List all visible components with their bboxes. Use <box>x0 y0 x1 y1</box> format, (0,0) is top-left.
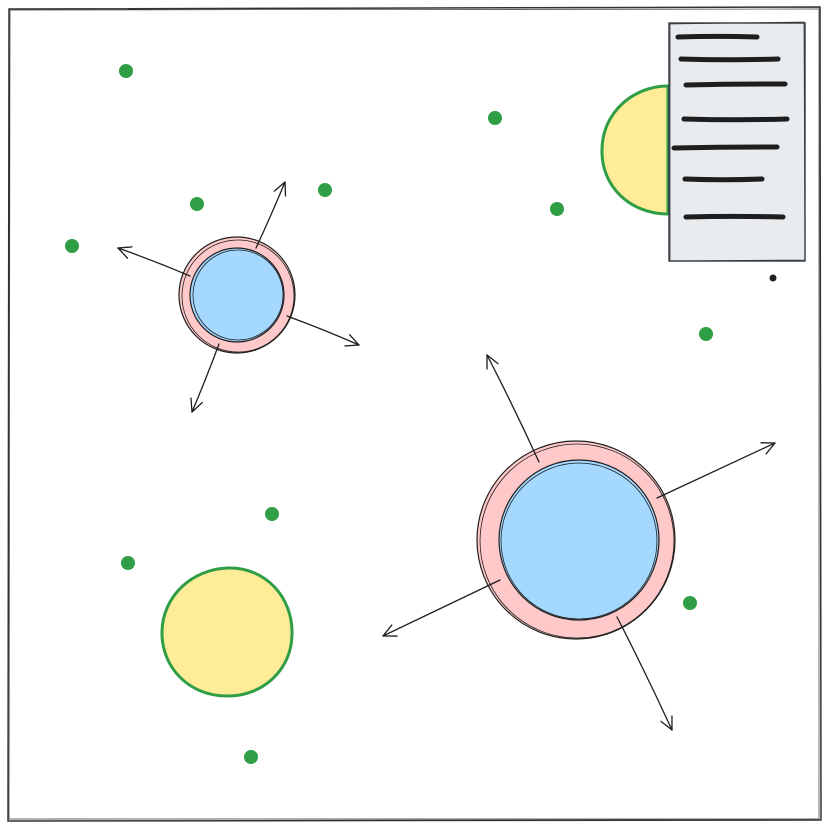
scribble-line <box>678 56 781 63</box>
cell-membrane-outline <box>479 443 675 639</box>
scribble-line <box>681 116 790 123</box>
cell-core <box>498 459 660 621</box>
arrow-icon <box>286 315 360 347</box>
green-dot-icon <box>550 202 564 216</box>
cell-core-outline <box>192 249 284 341</box>
arrow-icon <box>382 579 501 637</box>
green-dot-icon <box>683 596 697 610</box>
green-dot-icon <box>119 64 133 78</box>
green-dot-icon <box>318 183 332 197</box>
scribble-line <box>683 213 786 220</box>
cell-membrane-outline <box>181 239 295 353</box>
arrow-icon <box>616 616 673 731</box>
scribble-line <box>683 81 788 88</box>
canvas-frame <box>7 6 822 822</box>
green-dot-icon <box>190 197 204 211</box>
green-dot-icon <box>244 750 258 764</box>
yellow-circles <box>160 84 670 698</box>
green-dot-icon <box>121 556 135 570</box>
legend-panel <box>668 21 806 262</box>
cell-circle-small <box>178 236 296 354</box>
cell-core <box>189 247 285 343</box>
cell-core-outline <box>500 462 658 620</box>
green-dot-icon <box>65 239 79 253</box>
green-dot-icon <box>488 111 502 125</box>
legend-text-lines <box>671 33 790 220</box>
small-black-dot <box>769 274 777 282</box>
yellow-circle-icon <box>600 84 670 216</box>
scribble-line <box>682 176 765 183</box>
arrow-icon <box>486 354 540 463</box>
arrow-icon <box>117 246 191 277</box>
arrow-icon <box>656 442 776 499</box>
green-dot-icon <box>699 327 713 341</box>
scribble-line <box>671 144 780 151</box>
legend-panel-outline <box>669 21 806 262</box>
legend-panel-box <box>668 22 806 262</box>
yellow-circle-icon <box>160 566 294 698</box>
green-dot-icon <box>265 507 279 521</box>
arrows <box>117 181 776 731</box>
green-dots <box>65 64 713 764</box>
arrow-icon <box>255 181 287 249</box>
arrow-icon <box>190 343 220 413</box>
cell-circle-large <box>476 440 676 640</box>
scribble-line <box>675 33 760 40</box>
